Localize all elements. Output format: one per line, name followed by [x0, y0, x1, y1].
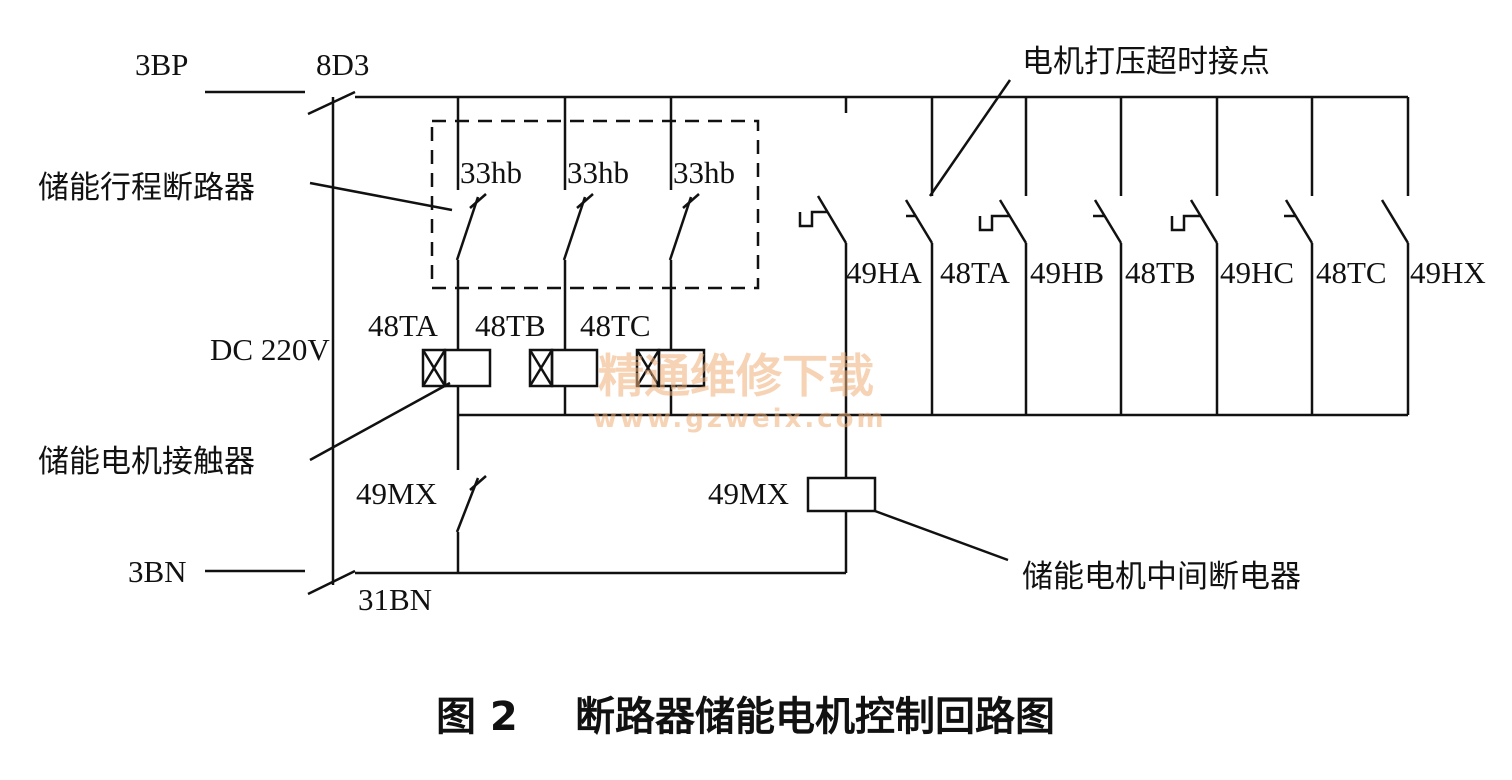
- contactor-label-b: 48TB: [475, 308, 546, 343]
- right-contact-label: 48TA: [940, 255, 1010, 290]
- right-contact-label: 49HA: [846, 255, 922, 290]
- annotation-motor-timeout-contact: 电机打压超时接点: [1022, 44, 1270, 80]
- right-contact-label: 48TB: [1125, 255, 1196, 290]
- right-contact-label: 48TC: [1316, 255, 1387, 290]
- annotation-motor-intermediate-relay: 储能电机中间断电器: [1022, 559, 1301, 595]
- annotation-motor-contactor: 储能电机接触器: [38, 444, 255, 480]
- contactor-label-c: 48TC: [580, 308, 651, 343]
- relay-contact-label: 49MX: [356, 476, 437, 511]
- bus-pos-node-label: 8D3: [316, 47, 369, 82]
- annotation-stroke-limit-switch: 储能行程断路器: [38, 170, 255, 206]
- relay-coil-label: 49MX: [708, 476, 789, 511]
- watermark-cn: 精通维修下载: [598, 349, 874, 403]
- limit-switch-label-a: 33hb: [460, 155, 522, 190]
- limit-switch-branches: [430, 97, 760, 350]
- watermark-url: www.gzweix.com: [593, 404, 887, 434]
- figure-title: 断路器储能电机控制回路图: [575, 694, 1055, 740]
- limit-switch-enclosure: [430, 119, 760, 290]
- bus-neg-source-label: 3BN: [128, 554, 187, 589]
- right-contacts: [798, 97, 1410, 415]
- bus-wiring: [205, 90, 1408, 596]
- right-contact-label: 49HB: [1030, 255, 1104, 290]
- relay-49mx: [455, 243, 877, 573]
- limit-switch-label-c: 33hb: [673, 155, 735, 190]
- voltage-label: DC 220V: [210, 332, 330, 367]
- contactor-coils: [421, 348, 1408, 470]
- leader-lines: [309, 79, 1012, 562]
- bus-neg-node-label: 31BN: [358, 582, 432, 617]
- bus-pos-source-label: 3BP: [135, 47, 188, 82]
- right-contact-label: 49HX: [1410, 255, 1486, 290]
- contactor-label-a: 48TA: [368, 308, 438, 343]
- right-contact-label: 49HC: [1220, 255, 1294, 290]
- limit-switch-label-b: 33hb: [567, 155, 629, 190]
- figure-number: 图 2: [436, 694, 518, 740]
